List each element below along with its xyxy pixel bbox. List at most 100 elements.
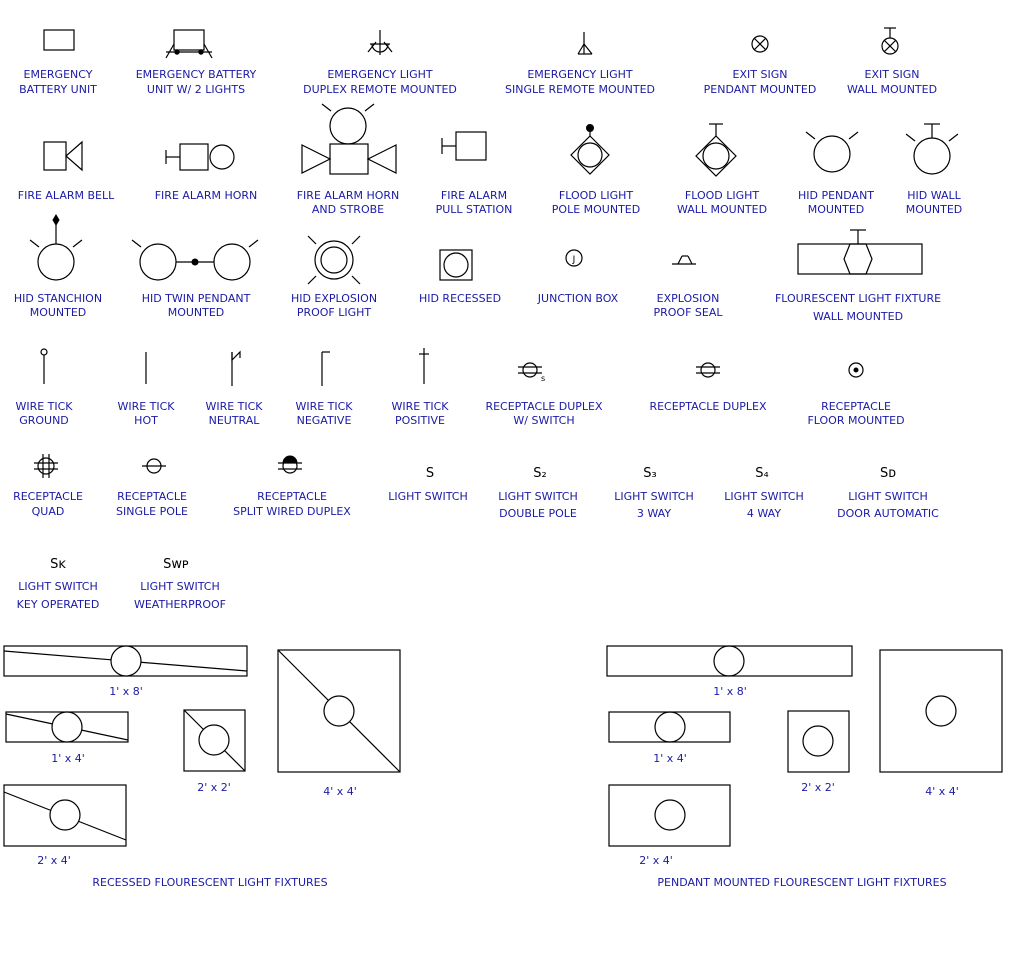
- label-fire-alarm-bell: FIRE ALARM BELL: [18, 189, 115, 202]
- hid-wall-symbol: [905, 123, 959, 175]
- junction-box-letter: J: [572, 255, 576, 265]
- receptacle-quad-symbol: [34, 454, 58, 478]
- wire-tick-neutral-symbol: [231, 350, 241, 386]
- recessed-2x4-label: 2' x 4': [37, 854, 71, 867]
- exit-sign-pendant-symbol: [751, 35, 769, 53]
- wire-tick-negative-symbol: [321, 351, 330, 386]
- light-switch-sd-symbol: Sᴅ: [880, 466, 896, 481]
- pendant-1x4-fixture: [608, 711, 731, 743]
- recessed-2x4-fixture: [3, 784, 127, 847]
- switch-subscript: s: [541, 374, 545, 383]
- receptacle-split-wired-symbol: [278, 455, 302, 474]
- light-switch-s-symbol: S: [426, 466, 434, 481]
- recessed-1x4-fixture: [5, 711, 129, 743]
- pendant-2x4-label: 2' x 4': [639, 854, 673, 867]
- pendant-2x4-fixture: [608, 784, 731, 847]
- flood-light-wall-symbol: [695, 123, 737, 177]
- hid-stanchion-symbol: [29, 214, 83, 281]
- wire-tick-ground-symbol: [40, 348, 48, 384]
- label-light-switch: LIGHT SWITCH: [388, 490, 468, 503]
- wire-tick-positive-symbol: [419, 348, 429, 384]
- pendant-4x4-label: 4' x 4': [925, 785, 959, 798]
- pendant-section-title: PENDANT MOUNTED FLOURESCENT LIGHT FIXTUR…: [657, 876, 946, 889]
- fire-alarm-bell-symbol: [43, 140, 83, 172]
- emergency-light-single-symbol: [577, 32, 593, 55]
- flood-light-pole-symbol: [570, 124, 610, 175]
- emergency-battery-unit-2-lights-symbol: [165, 29, 213, 59]
- emergency-light-duplex-symbol: [367, 30, 393, 55]
- recessed-1x8-fixture: [3, 645, 248, 677]
- pendant-2x2-label: 2' x 2': [801, 781, 835, 794]
- hid-recessed-symbol: [439, 249, 473, 281]
- light-switch-s4-symbol: S₄: [755, 466, 768, 481]
- fire-alarm-horn-strobe-symbol: [301, 103, 397, 175]
- hid-twin-pendant-symbol: [131, 239, 259, 281]
- receptacle-single-pole-symbol: [142, 458, 166, 474]
- flourescent-wall-symbol: [797, 229, 923, 275]
- receptacle-duplex-switch-symbol: s: [518, 362, 545, 383]
- light-switch-sk-symbol: Sᴋ: [50, 557, 66, 572]
- label-receptacle-duplex: RECEPTACLE DUPLEX: [649, 400, 767, 413]
- explosion-proof-seal-symbol: [672, 255, 696, 265]
- fire-alarm-horn-symbol: [165, 143, 235, 171]
- recessed-2x2-fixture: [183, 709, 246, 772]
- fire-alarm-pull-station-symbol: [441, 131, 487, 161]
- junction-box-symbol: J: [565, 249, 583, 267]
- label-fire-alarm-horn: FIRE ALARM HORN: [155, 189, 258, 202]
- receptacle-floor-symbol: [848, 362, 864, 378]
- light-switch-s2-symbol: S₂: [533, 466, 546, 481]
- pendant-1x8-label: 1' x 8': [713, 685, 747, 698]
- pendant-1x8-fixture: [606, 645, 853, 677]
- light-switch-swp-symbol: Sᴡᴘ: [163, 557, 189, 572]
- recessed-4x4-label: 4' x 4': [323, 785, 357, 798]
- recessed-1x8-label: 1' x 8': [109, 685, 143, 698]
- recessed-4x4-fixture: [277, 649, 401, 773]
- receptacle-duplex-symbol: [696, 362, 720, 378]
- pendant-4x4-fixture: [879, 649, 1003, 773]
- recessed-2x2-label: 2' x 2': [197, 781, 231, 794]
- hid-pendant-symbol: [805, 131, 859, 173]
- recessed-1x4-label: 1' x 4': [51, 752, 85, 765]
- recessed-section-title: RECESSED FLOURESCENT LIGHT FIXTURES: [92, 876, 327, 889]
- pendant-2x2-fixture: [787, 710, 850, 773]
- label-hid-recessed: HID RECESSED: [419, 292, 501, 305]
- light-switch-s3-symbol: S₃: [643, 466, 656, 481]
- exit-sign-wall-symbol: [881, 27, 899, 55]
- emergency-battery-unit-symbol: [43, 29, 75, 51]
- pendant-1x4-label: 1' x 4': [653, 752, 687, 765]
- label-junction-box: JUNCTION BOX: [537, 292, 619, 305]
